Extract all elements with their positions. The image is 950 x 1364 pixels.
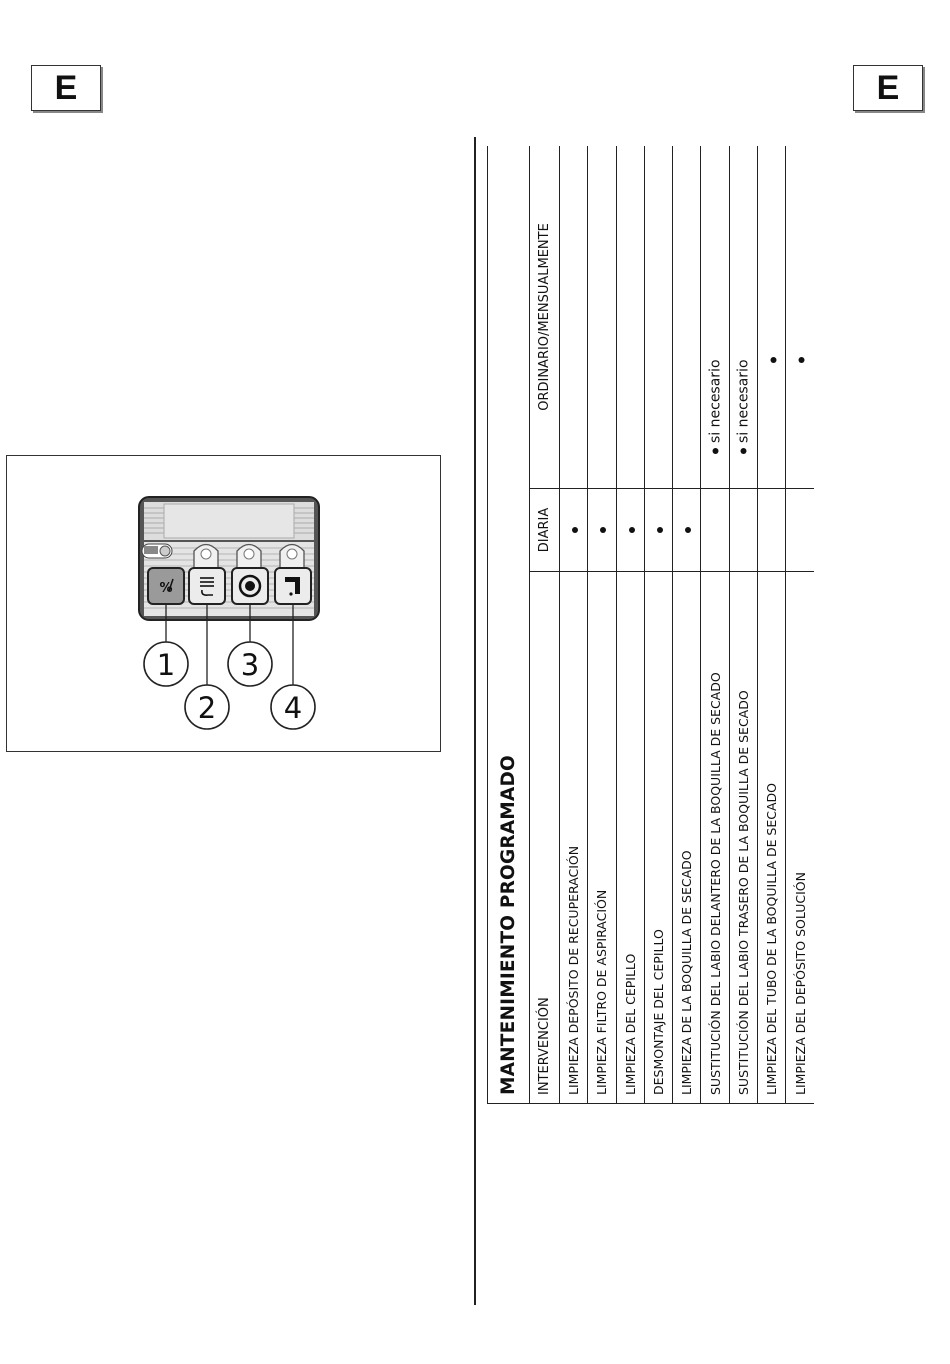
maintenance-table-wrapper: MANTENIMIENTO PROGRAMADO INTERVENCIÓN DI… bbox=[487, 146, 814, 1104]
row-mensual bbox=[785, 146, 814, 489]
header-mensual: ORDINARIO/MENSUALMENTE bbox=[529, 146, 560, 489]
row-intervencion: LIMPIEZA FILTRO DE ASPIRACIÓN bbox=[587, 571, 617, 1104]
row-diaria bbox=[644, 488, 673, 572]
control-panel-figure: % bbox=[6, 455, 441, 752]
header-diaria: DIARIA bbox=[529, 488, 560, 572]
header-intervencion: INTERVENCIÓN bbox=[529, 571, 560, 1104]
indicator-led-2 bbox=[193, 543, 219, 569]
row-diaria bbox=[672, 488, 701, 572]
table-title: MANTENIMIENTO PROGRAMADO bbox=[487, 146, 530, 1104]
power-button-label: % bbox=[159, 581, 172, 596]
row-mensual bbox=[757, 146, 786, 489]
power-button[interactable]: % bbox=[147, 567, 185, 605]
page-language-badge-right: E bbox=[853, 65, 923, 111]
table-row: LIMPIEZA FILTRO DE ASPIRACIÓN bbox=[587, 146, 617, 1104]
tap-icon bbox=[285, 577, 300, 596]
row-intervencion: LIMPIEZA DE LA BOQUILLA DE SECADO bbox=[672, 571, 701, 1104]
table-row: LIMPIEZA DEL DEPÓSITO SOLUCIÓN bbox=[785, 146, 814, 1104]
check-dot-icon bbox=[657, 527, 664, 533]
row-diaria bbox=[559, 488, 588, 572]
check-dot-icon bbox=[798, 357, 805, 363]
check-dot-icon bbox=[685, 527, 692, 533]
check-dot-icon bbox=[600, 527, 607, 533]
note-text: si necesario bbox=[707, 359, 724, 443]
row-diaria bbox=[616, 488, 645, 572]
row-intervencion: DESMONTAJE DEL CEPILLO bbox=[644, 571, 673, 1104]
callout-1: 1 bbox=[143, 641, 189, 687]
row-mensual: si necesario bbox=[700, 146, 730, 489]
table-row: LIMPIEZA DEL CEPILLO bbox=[616, 146, 645, 1104]
suction-button[interactable] bbox=[231, 567, 269, 605]
page-language-badge-left: E bbox=[31, 65, 101, 111]
table-row: LIMPIEZA DEL TUBO DE LA BOQUILLA DE SECA… bbox=[757, 146, 786, 1104]
row-mensual bbox=[559, 146, 588, 489]
callout-4: 4 bbox=[270, 684, 316, 730]
check-dot-icon bbox=[740, 448, 747, 454]
row-diaria bbox=[729, 488, 758, 572]
row-intervencion: LIMPIEZA DEL CEPILLO bbox=[616, 571, 645, 1104]
row-diaria bbox=[757, 488, 786, 572]
row-intervencion: LIMPIEZA DEL DEPÓSITO SOLUCIÓN bbox=[785, 571, 814, 1104]
fan-icon bbox=[238, 574, 262, 598]
row-intervencion: LIMPIEZA DEPÓSITO DE RECUPERACIÓN bbox=[559, 571, 588, 1104]
callout-1-label: 1 bbox=[157, 648, 175, 682]
column-divider bbox=[474, 137, 476, 1305]
table-row: SUSTITUCIÓN DEL LABIO TRASERO DE LA BOQU… bbox=[729, 146, 758, 1104]
row-mensual bbox=[587, 146, 617, 489]
note-text: si necesario bbox=[735, 359, 752, 443]
check-dot-icon bbox=[712, 448, 719, 454]
brush-button[interactable] bbox=[188, 567, 226, 605]
callout-2-label: 2 bbox=[198, 691, 216, 725]
row-diaria bbox=[785, 488, 814, 572]
row-diaria bbox=[587, 488, 617, 572]
row-mensual bbox=[616, 146, 645, 489]
table-row: SUSTITUCIÓN DEL LABIO DELANTERO DE LA BO… bbox=[700, 146, 730, 1104]
check-dot-icon bbox=[572, 527, 579, 533]
table-row: LIMPIEZA DE LA BOQUILLA DE SECADO bbox=[672, 146, 701, 1104]
callout-4-label: 4 bbox=[284, 691, 302, 725]
row-diaria bbox=[700, 488, 730, 572]
indicator-led-4 bbox=[279, 543, 305, 569]
table-row: DESMONTAJE DEL CEPILLO bbox=[644, 146, 673, 1104]
check-dot-icon bbox=[770, 357, 777, 363]
brush-icon bbox=[200, 577, 214, 596]
table-row: LIMPIEZA DEPÓSITO DE RECUPERACIÓN bbox=[559, 146, 588, 1104]
callout-3-label: 3 bbox=[241, 648, 259, 682]
maintenance-schedule-table: MANTENIMIENTO PROGRAMADO INTERVENCIÓN DI… bbox=[487, 146, 814, 1104]
indicator-led-3 bbox=[236, 543, 262, 569]
row-mensual bbox=[672, 146, 701, 489]
row-mensual bbox=[644, 146, 673, 489]
callout-3: 3 bbox=[227, 641, 273, 687]
callout-2: 2 bbox=[184, 684, 230, 730]
row-mensual: si necesario bbox=[729, 146, 758, 489]
row-intervencion: SUSTITUCIÓN DEL LABIO DELANTERO DE LA BO… bbox=[700, 571, 730, 1104]
row-intervencion: SUSTITUCIÓN DEL LABIO TRASERO DE LA BOQU… bbox=[729, 571, 758, 1104]
row-intervencion: LIMPIEZA DEL TUBO DE LA BOQUILLA DE SECA… bbox=[757, 571, 786, 1104]
check-dot-icon bbox=[628, 527, 635, 533]
water-button[interactable] bbox=[274, 567, 312, 605]
